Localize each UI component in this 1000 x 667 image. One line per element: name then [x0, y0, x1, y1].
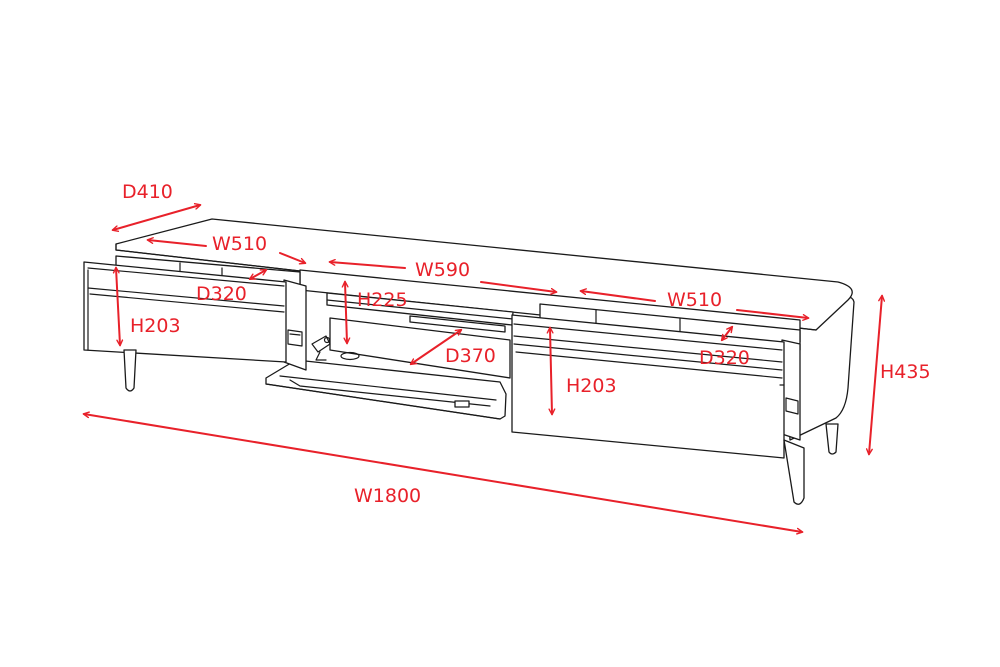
- dim-arrow-width-right-drawer-b: [736, 309, 810, 321]
- dim-label-depth-left-drawer: D320: [196, 283, 247, 305]
- dim-arrow-width-left-drawer-b: [279, 252, 307, 265]
- dim-arrow-width-right-drawer-a: [579, 288, 656, 302]
- dim-label-width-center: W590: [415, 259, 470, 281]
- dim-label-depth-total: D410: [122, 181, 173, 203]
- dim-label-height-center: H225: [357, 289, 408, 311]
- dim-arrow-depth-left-drawer: [248, 268, 268, 281]
- dim-arrow-width-left-drawer-a: [146, 237, 207, 247]
- dim-arrow-depth-center: [409, 328, 463, 366]
- left-drawer: [83, 255, 307, 392]
- dim-label-height-total: H435: [880, 361, 931, 383]
- dim-label-width-right-drawer: W510: [667, 289, 722, 311]
- dim-label-depth-right-drawer: D320: [699, 347, 750, 369]
- dim-arrow-width-center-a: [328, 258, 406, 269]
- dimension-arrows: [82, 202, 886, 535]
- dim-label-depth-center: D370: [445, 345, 496, 367]
- dim-arrow-height-total: [865, 294, 886, 456]
- dim-label-width-total: W1800: [354, 485, 421, 507]
- dim-arrow-width-total: [82, 411, 804, 535]
- dim-label-height-right-drawer: H203: [566, 375, 617, 397]
- dim-arrow-height-left-drawer: [112, 266, 124, 347]
- dim-arrow-height-center: [341, 280, 351, 345]
- dim-arrow-depth-total: [111, 202, 202, 233]
- dim-label-height-left-drawer: H203: [130, 315, 181, 337]
- dim-label-width-left-drawer: W510: [212, 233, 267, 255]
- furniture-drawing: [83, 218, 855, 505]
- dim-arrow-height-right-drawer: [546, 326, 556, 416]
- far-legs: [825, 423, 839, 455]
- dim-arrow-width-center-b: [480, 281, 558, 295]
- dimension-labels: D410 W510 D320 H203 W590 H225 D370 W510 …: [122, 181, 931, 507]
- dim-arrow-depth-right-drawer: [720, 325, 734, 342]
- right-drawer: [511, 303, 805, 505]
